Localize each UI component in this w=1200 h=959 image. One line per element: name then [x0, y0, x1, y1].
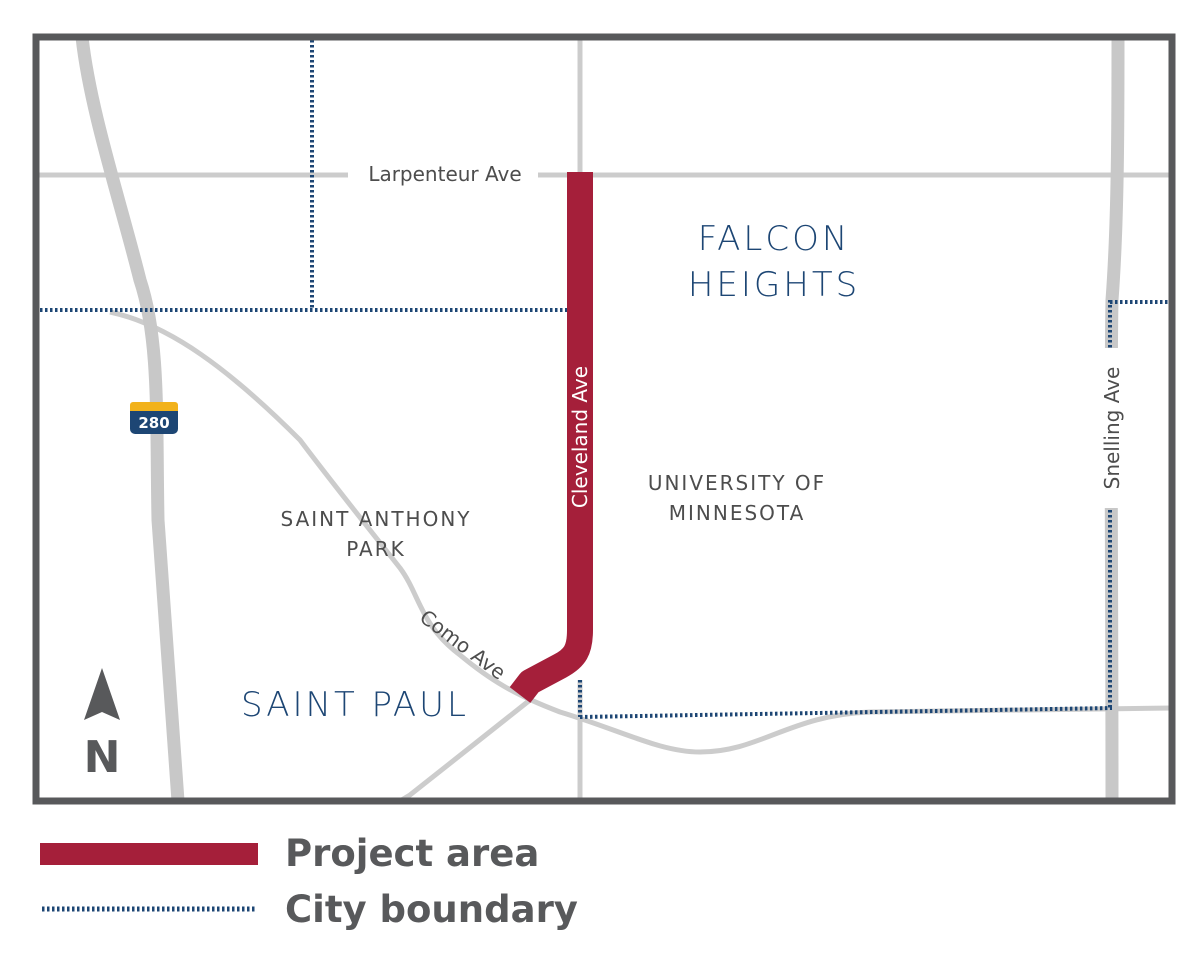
- interstate-280-number: 280: [138, 414, 169, 432]
- legend-project-area-swatch: [40, 843, 258, 865]
- cleveland-label: Cleveland Ave: [568, 366, 592, 508]
- larpenteur-label: Larpenteur Ave: [368, 162, 521, 186]
- university-label-line1: UNIVERSITY OF: [648, 471, 826, 495]
- north-letter: N: [84, 732, 121, 783]
- saint-anthony-label-line1: SAINT ANTHONY: [281, 507, 472, 531]
- como-road: [109, 309, 1172, 755]
- interstate-280-road: [75, 37, 185, 801]
- saint-paul-label: SAINT PAUL: [241, 685, 469, 725]
- project-area: [509, 172, 593, 703]
- legend-project-area-label: Project area: [285, 832, 539, 875]
- saint-anthony-label-line2: PARK: [346, 537, 405, 561]
- university-label-line2: MINNESOTA: [669, 501, 806, 525]
- falcon-heights-label-line2: HEIGHTS: [688, 265, 860, 305]
- snelling-label: Snelling Ave: [1100, 367, 1124, 490]
- highways: [75, 37, 1125, 801]
- legend: Project area City boundary: [40, 832, 578, 931]
- como-label: Como Ave: [415, 605, 510, 685]
- city-boundaries: [40, 40, 1168, 719]
- road-network: [36, 37, 1172, 801]
- north-arrow-icon: N: [84, 668, 121, 783]
- map-frame: [32, 33, 1176, 805]
- legend-city-boundary-label: City boundary: [285, 888, 578, 931]
- boundary-segment: [579, 706, 1113, 719]
- interstate-280-shield-icon: 280: [130, 402, 178, 434]
- map-area: Larpenteur Ave Cleveland Ave Snelling Av…: [36, 37, 1172, 801]
- falcon-heights-label-line1: FALCON: [698, 219, 851, 259]
